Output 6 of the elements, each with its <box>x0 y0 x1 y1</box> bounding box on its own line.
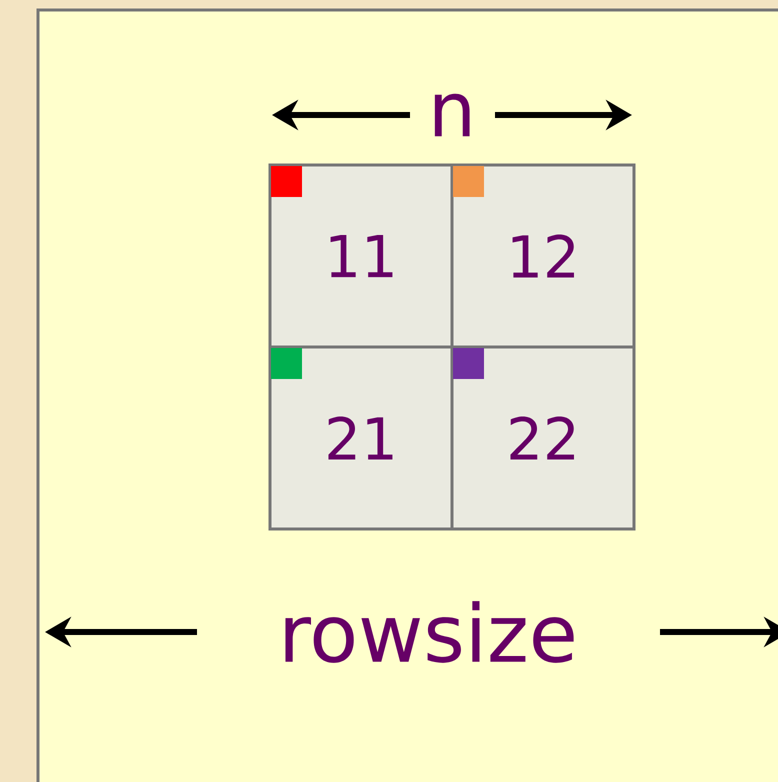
dimension-label: rowsize <box>285 601 574 663</box>
grid-cell: 22 <box>450 346 636 530</box>
grid-cell: 11 <box>268 164 454 348</box>
dimension-label: n <box>434 94 470 136</box>
grid-cell: 12 <box>450 164 636 348</box>
grid-cell: 21 <box>268 346 454 530</box>
